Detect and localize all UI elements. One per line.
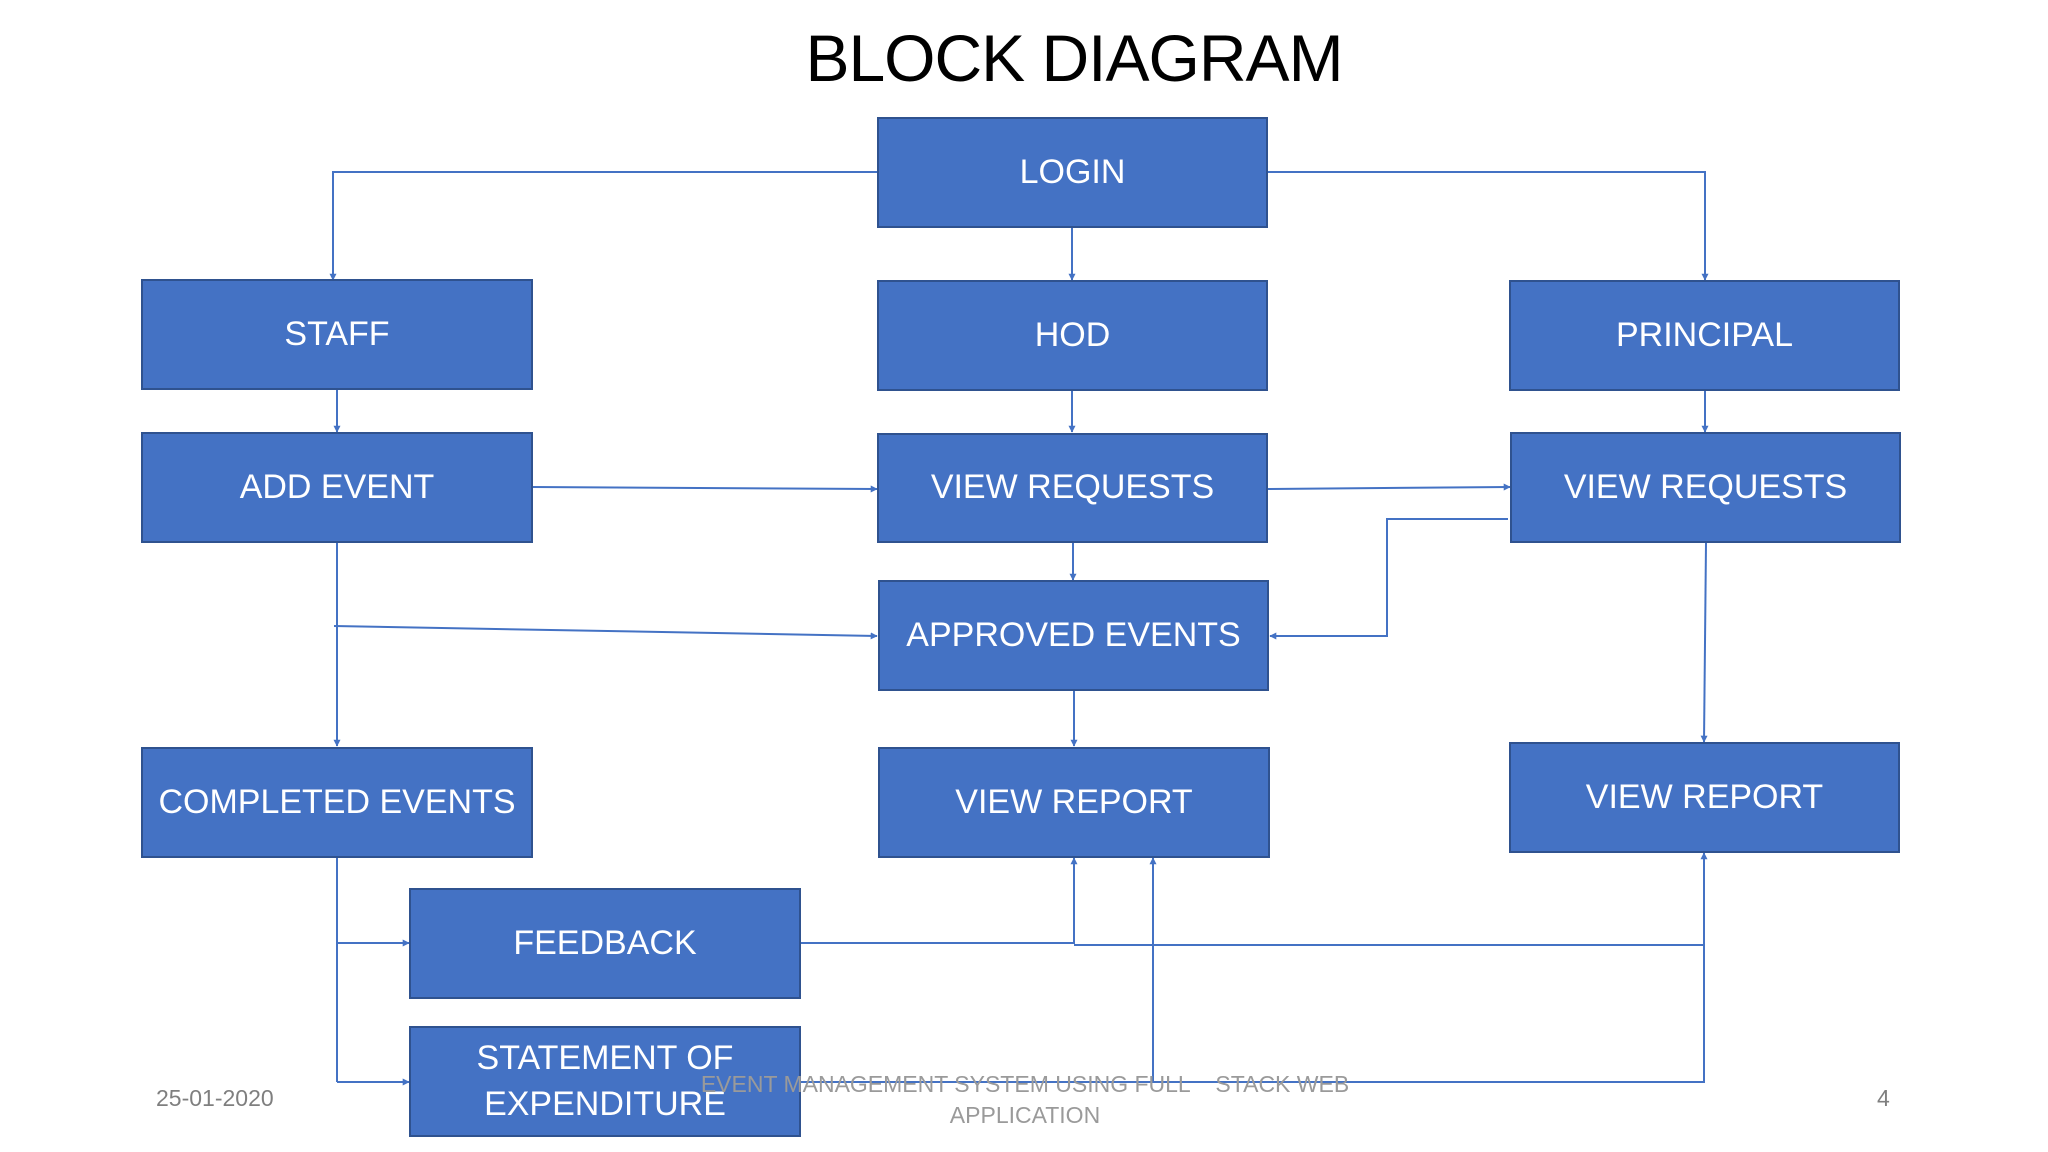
completed-events-box: COMPLETED EVENTS — [141, 747, 533, 858]
edge-statement-principal-report — [800, 945, 1705, 1083]
footer-date: 25-01-2020 — [156, 1085, 274, 1111]
edge-principal-requests-approved — [1269, 518, 1508, 640]
edge-add-event-approved — [333, 625, 878, 640]
footer-title-line2: APPLICATION — [949, 1102, 1101, 1129]
slide-title: BLOCK DIAGRAM — [805, 21, 1343, 95]
footer-page-number: 4 — [1877, 1085, 1890, 1111]
footer-title-line1: EVENT MANAGEMENT SYSTEM USING FULL STACK… — [700, 1071, 1350, 1097]
hod-view-report-box: VIEW REPORT — [878, 747, 1270, 858]
edge-feedback-hod-report — [800, 857, 1078, 944]
edge-add-event-view-requests — [531, 485, 878, 493]
edge-login-staff — [329, 171, 877, 281]
approved-events-box: APPROVED EVENTS — [878, 580, 1269, 691]
edge-login-principal — [1268, 171, 1709, 281]
hod-view-requests-box: VIEW REQUESTS — [877, 433, 1268, 543]
login-box: LOGIN — [877, 117, 1268, 228]
feedback-box: FEEDBACK — [409, 888, 801, 999]
edge-hod-requests-principal-requests — [1267, 483, 1511, 491]
statement-of-expenditure-box: STATEMENT OF EXPENDITURE — [409, 1026, 801, 1137]
edge-principal-requests-report — [1700, 542, 1708, 743]
principal-view-report-box: VIEW REPORT — [1509, 742, 1900, 853]
principal-view-requests-box: VIEW REQUESTS — [1510, 432, 1901, 543]
edge-feedback-principal-report — [1074, 852, 1708, 946]
hod-box: HOD — [877, 280, 1268, 391]
principal-box: PRINCIPAL — [1509, 280, 1900, 391]
add-event-box: ADD EVENT — [141, 432, 533, 543]
footer-title: EVENT MANAGEMENT SYSTEM USING FULL STACK… — [700, 1069, 1350, 1131]
staff-box: STAFF — [141, 279, 533, 390]
